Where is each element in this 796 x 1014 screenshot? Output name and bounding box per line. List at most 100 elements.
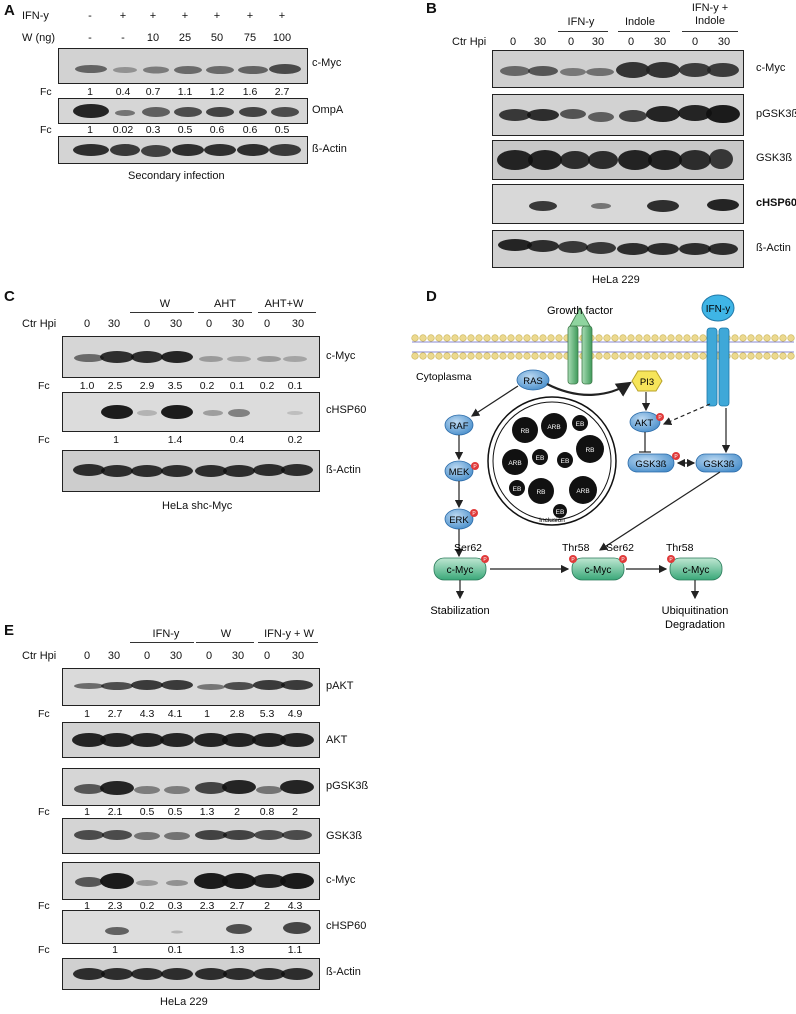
panel-c-fc-value: 0.1 bbox=[229, 380, 245, 392]
panel-c-cmyc-blot bbox=[62, 336, 320, 378]
ubiquitination-text: Ubiquitination bbox=[662, 605, 729, 617]
panel-b-actin-blot bbox=[492, 230, 744, 268]
gsk-right-text: GSK3ß bbox=[703, 459, 734, 470]
panel-c-group-line bbox=[198, 312, 252, 313]
panel-a-fc-value: 0.6 bbox=[209, 124, 225, 136]
lipid-head bbox=[603, 352, 611, 360]
ras-text: RAS bbox=[523, 376, 543, 387]
lipid-head bbox=[787, 352, 795, 360]
panel-c-fc-value: 1.0 bbox=[79, 380, 95, 392]
panel-e-fc-label: Fc bbox=[38, 944, 50, 956]
lipid-head bbox=[739, 352, 747, 360]
lipid-head bbox=[491, 334, 499, 342]
chlamydia-inclusion bbox=[487, 396, 617, 526]
lipid-head bbox=[419, 352, 427, 360]
panel-e-fc-value: 4.3 bbox=[139, 708, 155, 720]
cmyc-text: c-Myc bbox=[683, 565, 710, 576]
phospho-p: P bbox=[621, 557, 625, 563]
lipid-head bbox=[643, 352, 651, 360]
panel-a-ifn-label: IFN-y bbox=[22, 10, 49, 22]
panel-e-fc-value: 4.3 bbox=[287, 900, 303, 912]
panel-c-fc-value: 0.2 bbox=[199, 380, 215, 392]
lipid-head bbox=[635, 334, 643, 342]
panel-a-fc-value: 1.6 bbox=[242, 86, 258, 98]
panel-b-hpi: 0 bbox=[627, 36, 635, 48]
panel-b-hpi: 30 bbox=[653, 36, 667, 48]
panel-a-ifn-val: + bbox=[278, 10, 286, 22]
panel-a-cmyc-label: c-Myc bbox=[312, 57, 342, 69]
mek-text: MEK bbox=[449, 467, 470, 478]
panel-e-hpi: 30 bbox=[107, 650, 121, 662]
lipid-head bbox=[731, 334, 739, 342]
panel-c-caption: HeLa shc-Myc bbox=[162, 500, 233, 512]
degradation-text: Degradation bbox=[665, 619, 725, 631]
panel-e-pgsk-label: pGSK3ß bbox=[326, 780, 369, 792]
panel-b-group-line bbox=[682, 31, 738, 32]
lipid-head bbox=[611, 352, 619, 360]
panel-e-fc-value: 2 bbox=[234, 806, 240, 818]
panel-e-group-line bbox=[258, 642, 318, 643]
panel-b-gsk-blot bbox=[492, 140, 744, 180]
lipid-head bbox=[411, 352, 419, 360]
lipid-head bbox=[651, 334, 659, 342]
phospho-p: P bbox=[571, 557, 575, 563]
inclusion-body-label: RB bbox=[585, 447, 594, 454]
panel-e-hsp-label: cHSP60 bbox=[326, 920, 367, 932]
lipid-head bbox=[683, 334, 691, 342]
panel-c-fc-value: 0.4 bbox=[229, 434, 245, 446]
panel-a-w-val: 10 bbox=[146, 32, 160, 44]
lipid-head bbox=[659, 352, 667, 360]
panel-b-group-line bbox=[618, 31, 670, 32]
panel-a-ompa-label: OmpA bbox=[312, 104, 344, 116]
lipid-head bbox=[547, 352, 555, 360]
panel-a-letter: A bbox=[4, 2, 15, 19]
panel-a-actin-blot bbox=[58, 136, 308, 164]
panel-e-actin-blot bbox=[62, 958, 320, 990]
panel-e-actin-label: ß-Actin bbox=[326, 966, 361, 978]
panel-c-fc-value: 2.9 bbox=[139, 380, 155, 392]
lipid-head bbox=[651, 352, 659, 360]
panel-b-group-line bbox=[558, 31, 608, 32]
ifn-receptor bbox=[701, 294, 735, 407]
panel-b-cmyc-label: c-Myc bbox=[756, 62, 786, 74]
lipid-head bbox=[467, 352, 475, 360]
panel-e-hpi: 0 bbox=[263, 650, 271, 662]
lipid-head bbox=[443, 334, 451, 342]
panel-e-letter: E bbox=[4, 622, 15, 639]
akt-text: AKT bbox=[635, 418, 654, 429]
lipid-head bbox=[771, 352, 779, 360]
lipid-head bbox=[515, 352, 523, 360]
inclusion-body-label: ARB bbox=[576, 488, 589, 495]
lipid-head bbox=[475, 352, 483, 360]
panel-e-fc-value: 1 bbox=[112, 944, 118, 956]
panel-c-hpi: 30 bbox=[291, 318, 305, 330]
lipid-head bbox=[691, 334, 699, 342]
panel-b-caption: HeLa 229 bbox=[592, 274, 640, 286]
panel-b-hpi: 30 bbox=[717, 36, 731, 48]
panel-e-fc-value: 0.1 bbox=[167, 944, 183, 956]
panel-a-fc-label: Fc bbox=[40, 86, 52, 98]
panel-c-fc-value: 0.1 bbox=[287, 380, 303, 392]
growth-factor-text: Growth factor bbox=[547, 305, 613, 317]
inclusion-body-label: EB bbox=[561, 458, 570, 465]
lipid-head bbox=[499, 352, 507, 360]
panel-b-hpi: 30 bbox=[591, 36, 605, 48]
panel-a-w-val: 75 bbox=[243, 32, 257, 44]
lipid-head bbox=[667, 352, 675, 360]
panel-e-hpi: 0 bbox=[205, 650, 213, 662]
lipid-head bbox=[627, 352, 635, 360]
panel-e-caption: HeLa 229 bbox=[160, 996, 208, 1008]
panel-a-fc-value: 0.7 bbox=[145, 86, 161, 98]
ser62-text: Ser62 bbox=[454, 542, 482, 554]
phospho-p: P bbox=[472, 511, 476, 517]
panel-d-letter: D bbox=[426, 288, 437, 305]
panel-a-w-val: - bbox=[121, 32, 125, 44]
lipid-head bbox=[547, 334, 555, 342]
panel-e-group-line bbox=[196, 642, 254, 643]
inclusion-body-label: EB bbox=[556, 509, 565, 516]
panel-a-fc-value: 0.02 bbox=[112, 124, 134, 136]
lipid-head bbox=[691, 352, 699, 360]
lipid-head bbox=[755, 334, 763, 342]
cell-membrane bbox=[411, 334, 795, 360]
panel-e-ctr-hpi: Ctr Hpi bbox=[22, 650, 57, 662]
